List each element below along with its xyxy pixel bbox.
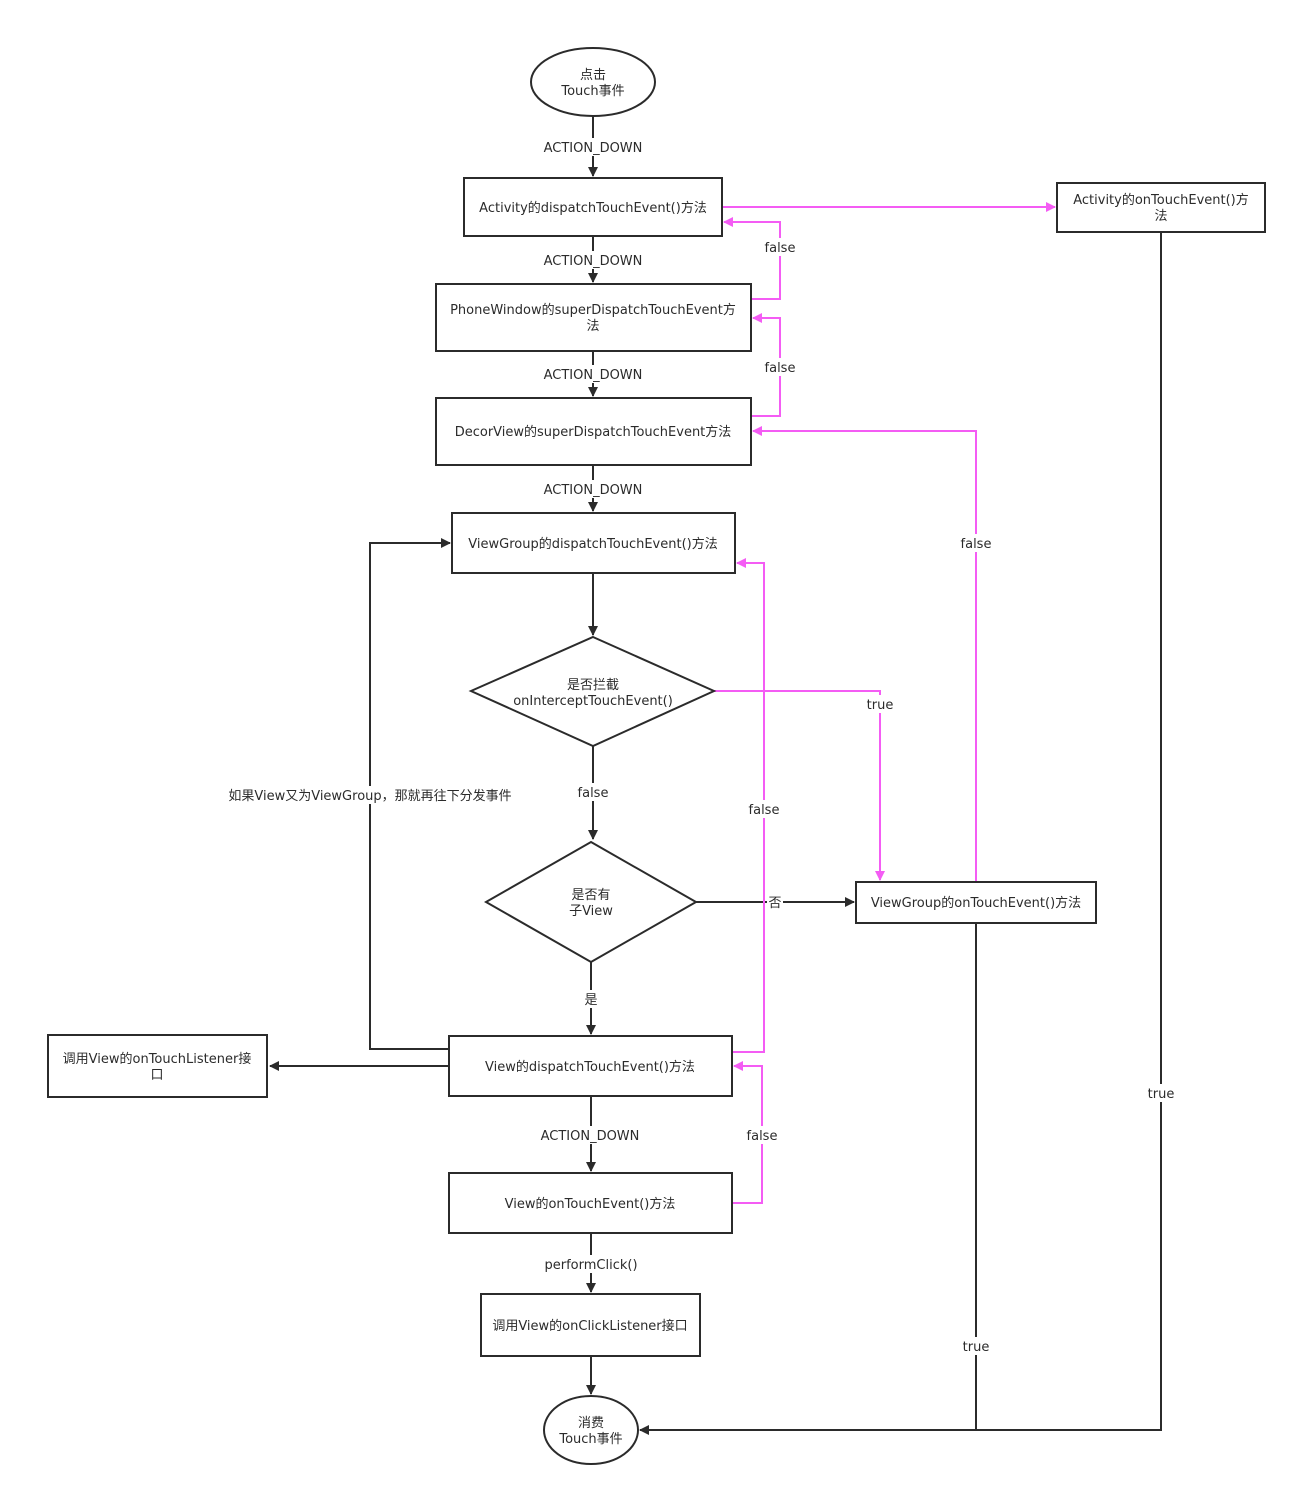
activity-ontouch-line-2: 法: [1154, 209, 1167, 224]
activity-dispatch-node: Activity的dispatchTouchEvent()方法: [463, 177, 723, 237]
decorview-node: DecorView的superDispatchTouchEvent方法: [435, 397, 752, 466]
view-dispatch-node: View的dispatchTouchEvent()方法: [448, 1035, 733, 1097]
activity-ontouch-node: Activity的onTouchEvent()方 法: [1056, 182, 1266, 233]
viewgroup-ontouch-node: ViewGroup的onTouchEvent()方法: [855, 881, 1097, 924]
end-node: 消费 Touch事件: [543, 1395, 639, 1465]
label-perform-click: performClick(): [544, 1258, 637, 1273]
label-yes-child: 是: [584, 993, 597, 1008]
phonewindow-line-2: 法: [586, 319, 599, 334]
viewgroup-ontouch-label: ViewGroup的onTouchEvent()方法: [871, 895, 1081, 911]
onclicklistener-node: 调用View的onClickListener接口: [480, 1293, 701, 1357]
label-action-down-4: ACTION_DOWN: [544, 483, 643, 498]
has-child-line-1: 是否有: [571, 888, 610, 903]
onclicklistener-label: 调用View的onClickListener接口: [492, 1318, 687, 1334]
viewgroup-dispatch-node: ViewGroup的dispatchTouchEvent()方法: [451, 512, 736, 574]
intercept-line-2: onInterceptTouchEvent(): [513, 694, 673, 709]
start-node: 点击 Touch事件: [530, 47, 656, 117]
edge-vg-ontouch-false-to-dv: [752, 426, 977, 881]
label-recurse: 如果View又为ViewGroup，那就再往下分发事件: [228, 788, 511, 804]
phonewindow-node: PhoneWindow的superDispatchTouchEvent方 法: [435, 283, 752, 352]
label-action-down-3: ACTION_DOWN: [544, 368, 643, 383]
label-false-view-ontouch: false: [747, 1129, 778, 1144]
phonewindow-line-1: PhoneWindow的superDispatchTouchEvent方: [450, 302, 736, 318]
viewgroup-dispatch-label: ViewGroup的dispatchTouchEvent()方法: [468, 536, 717, 552]
label-true-viewgroup: true: [963, 1340, 990, 1355]
edge-pw-false-to-activity: [723, 217, 781, 300]
intercept-line-1: 是否拦截: [567, 678, 619, 693]
ontouchlistener-line-2: 口: [150, 1068, 163, 1083]
label-action-down-1: ACTION_DOWN: [544, 141, 643, 156]
edge-labels: ACTION_DOWN ACTION_DOWN ACTION_DOWN ACTI…: [226, 138, 1176, 1355]
end-node-line-2: Touch事件: [558, 1432, 622, 1447]
label-true-activity: true: [1148, 1087, 1175, 1102]
label-false-view-dispatch: false: [749, 803, 780, 818]
nodes: 点击 Touch事件 Activity的dispatchTouchEvent()…: [47, 47, 1266, 1465]
ontouchlistener-line-1: 调用View的onTouchListener接: [63, 1051, 252, 1067]
label-action-down-5: ACTION_DOWN: [541, 1129, 640, 1144]
label-no-child: 否: [768, 896, 781, 911]
start-node-line-2: Touch事件: [560, 84, 624, 99]
start-node-line-1: 点击: [580, 68, 606, 83]
view-ontouch-label: View的onTouchEvent()方法: [505, 1196, 676, 1212]
ontouchlistener-node: 调用View的onTouchListener接 口: [47, 1034, 268, 1098]
has-child-line-2: 子View: [569, 904, 613, 919]
view-dispatch-label: View的dispatchTouchEvent()方法: [485, 1059, 695, 1075]
activity-dispatch-label: Activity的dispatchTouchEvent()方法: [479, 200, 707, 216]
edge-activity-ontouch-true-to-end: [639, 232, 1162, 1435]
intercept-decision: 是否拦截 onInterceptTouchEvent(): [468, 635, 717, 748]
activity-ontouch-line-1: Activity的onTouchEvent()方: [1073, 192, 1249, 208]
has-child-decision: 是否有 子View: [483, 840, 699, 964]
decorview-label: DecorView的superDispatchTouchEvent方法: [455, 424, 732, 440]
label-false-decorview: false: [765, 361, 796, 376]
label-false-vg-ontouch: false: [961, 537, 992, 552]
label-action-down-2: ACTION_DOWN: [544, 254, 643, 269]
label-false-intercept: false: [578, 786, 609, 801]
end-node-line-1: 消费: [578, 1416, 604, 1431]
label-false-phonewindow: false: [765, 241, 796, 256]
label-true-intercept: true: [867, 698, 894, 713]
edge-intercept-true-to-vg-ontouch: [714, 690, 885, 881]
view-ontouch-node: View的onTouchEvent()方法: [448, 1172, 733, 1234]
